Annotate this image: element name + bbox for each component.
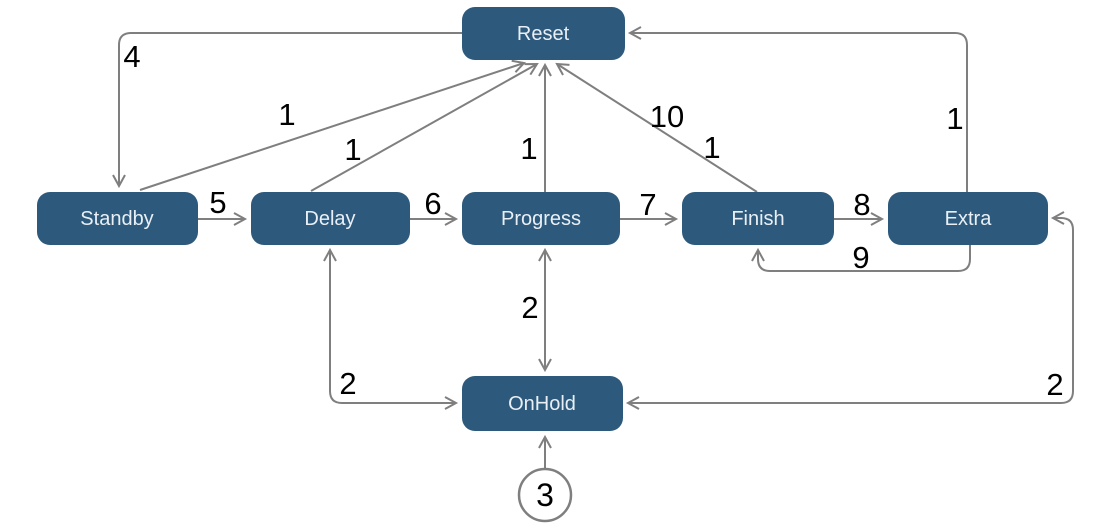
- node-finish-label: Finish: [731, 208, 784, 230]
- edge-delay-to-reset: [310, 62, 539, 192]
- edge-label-delay-reset: 1: [344, 132, 361, 167]
- node-reset: Reset: [462, 7, 625, 60]
- edge-label-delay-progress: 6: [424, 186, 441, 221]
- edge-label-extra-finish: 9: [852, 240, 869, 275]
- edge-standby-to-reset: [139, 59, 526, 191]
- node-progress: Progress: [462, 192, 620, 245]
- node-progress-box: [462, 192, 620, 245]
- edge-label-delay-onhold: 2: [339, 366, 356, 401]
- node-standby: Standby: [37, 192, 198, 245]
- edge-extra-to-reset: [627, 26, 968, 192]
- edge-extra-onhold-bidirectional: [625, 211, 1074, 410]
- node-reset-box: [462, 7, 625, 60]
- edge-finish-to-reset: [555, 62, 758, 193]
- node-onhold: OnHold: [462, 376, 623, 431]
- node-delay-box: [251, 192, 410, 245]
- node-onhold-label: OnHold: [508, 393, 576, 415]
- edge-label-progress-finish: 7: [639, 187, 656, 222]
- node-extra-label: Extra: [945, 208, 993, 230]
- edge-label-finish-reset-10: 10: [650, 99, 684, 134]
- edge-label-standby-reset: 1: [278, 97, 295, 132]
- node-finish-box: [682, 192, 834, 245]
- edge-delay-onhold-bidirectional: [323, 247, 459, 410]
- edge-reset-to-standby: [112, 32, 462, 189]
- edge-label-progress-reset: 1: [520, 131, 537, 166]
- node-reset-label: Reset: [517, 23, 570, 45]
- edge-label-reset-standby: 4: [123, 39, 140, 74]
- node-delay-label: Delay: [304, 208, 355, 230]
- node-onhold-box: [462, 376, 623, 431]
- start-circle-label: 3: [536, 477, 554, 513]
- edge-label-extra-reset: 1: [946, 101, 963, 136]
- edge-label-finish-reset-1: 1: [703, 130, 720, 165]
- node-start-marker: 3: [517, 467, 573, 523]
- edge-label-standby-delay: 5: [209, 185, 226, 220]
- node-delay: Delay: [251, 192, 410, 245]
- start-circle: [517, 467, 573, 523]
- node-progress-label: Progress: [501, 208, 581, 230]
- node-extra: Extra: [888, 192, 1048, 245]
- node-standby-box: [37, 192, 198, 245]
- edge-label-extra-onhold: 2: [1046, 367, 1063, 402]
- node-finish: Finish: [682, 192, 834, 245]
- edge-label-finish-extra: 8: [853, 187, 870, 222]
- node-standby-label: Standby: [80, 208, 153, 230]
- edge-label-progress-onhold: 2: [521, 290, 538, 325]
- node-extra-box: [888, 192, 1048, 245]
